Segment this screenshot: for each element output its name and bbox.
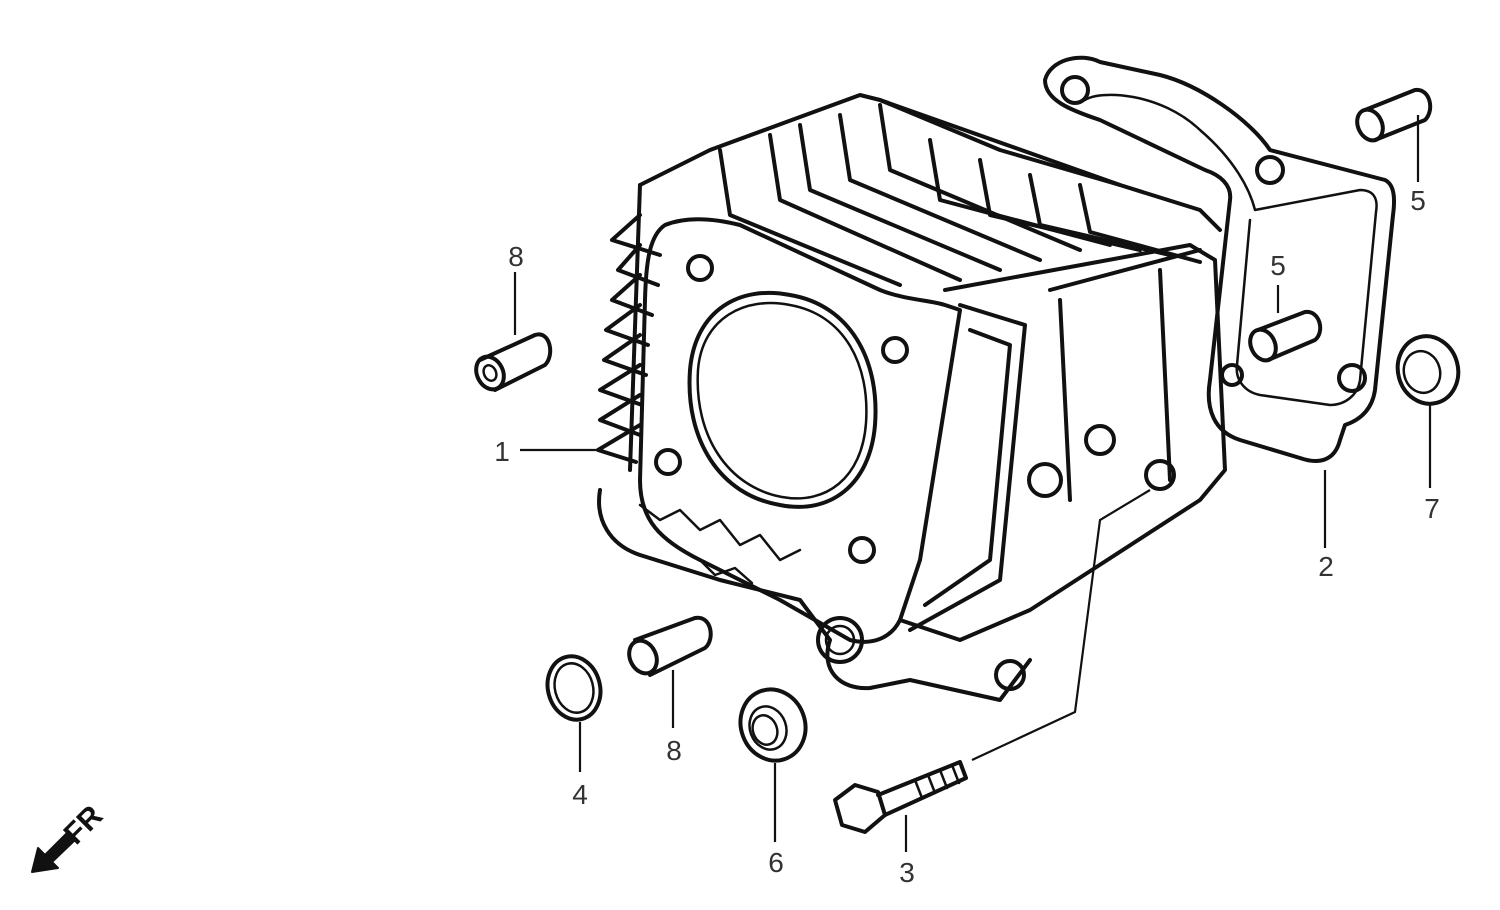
dowel-pin-upper: [474, 332, 553, 392]
callout-4: 4: [572, 779, 588, 810]
o-ring: [545, 654, 603, 722]
dowel-pin-lower: [627, 615, 713, 677]
oil-seal-7: [1395, 334, 1461, 406]
cylinder-gasket: [1043, 55, 1396, 463]
callout-labels: 1 2 3 4 5 5 6 7 8 8: [494, 185, 1440, 888]
callout-6: 6: [768, 847, 784, 878]
callout-7: 7: [1424, 493, 1440, 524]
oil-seal-6: [738, 687, 808, 763]
callout-8-bottom: 8: [666, 735, 682, 766]
callout-3: 3: [899, 857, 915, 888]
front-direction-marker: FR: [31, 799, 109, 873]
flange-bolt: [833, 760, 968, 834]
dowel-pin-5-mid: [1248, 309, 1323, 363]
front-arrow-icon: [31, 831, 76, 873]
callout-5-mid: 5: [1270, 250, 1286, 281]
callout-5-top: 5: [1410, 185, 1426, 216]
callout-2: 2: [1318, 551, 1334, 582]
leader-lines: [513, 115, 1432, 852]
dowel-pin-5-top: [1355, 87, 1433, 143]
callout-8-top: 8: [508, 241, 524, 272]
callout-1: 1: [494, 436, 510, 467]
cylinder-block: [596, 93, 1227, 702]
